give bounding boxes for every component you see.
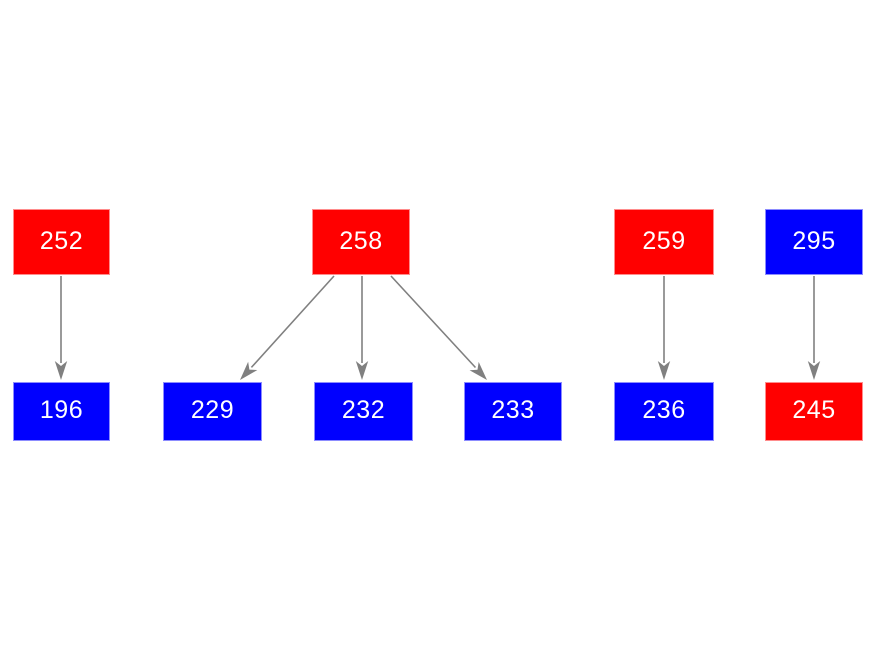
node-196[interactable]: 196 (13, 382, 110, 441)
node-245[interactable]: 245 (765, 382, 863, 441)
node-233[interactable]: 233 (464, 382, 562, 441)
node-label: 196 (39, 396, 84, 424)
node-label: 236 (642, 396, 686, 424)
node-label: 252 (39, 226, 84, 255)
node-label: 258 (339, 226, 383, 255)
edge-295-to-245 (807, 276, 821, 380)
arrowhead-icon (657, 361, 671, 380)
node-236[interactable]: 236 (614, 382, 714, 441)
node-258[interactable]: 258 (312, 209, 410, 275)
node-label: 232 (341, 396, 386, 424)
node-label: 259 (642, 226, 686, 255)
node-295[interactable]: 295 (765, 209, 863, 275)
arrowhead-icon (240, 361, 258, 380)
arrowhead-icon (807, 361, 821, 380)
node-229[interactable]: 229 (163, 382, 262, 441)
node-label: 245 (792, 396, 836, 424)
edge-258-to-229 (240, 275, 335, 380)
node-label: 295 (792, 226, 836, 255)
node-252[interactable]: 252 (13, 209, 110, 275)
edge-line (390, 275, 477, 369)
edge-line (250, 275, 335, 368)
node-232[interactable]: 232 (314, 382, 413, 441)
edge-259-to-236 (657, 276, 671, 380)
arrowhead-icon (355, 361, 369, 380)
node-label: 229 (190, 396, 235, 424)
node-label: 233 (491, 396, 535, 424)
edge-252-to-196 (54, 276, 68, 380)
arrowhead-icon (54, 361, 68, 380)
edge-258-to-233 (390, 275, 487, 380)
edge-258-to-232 (355, 276, 369, 380)
node-259[interactable]: 259 (614, 209, 714, 275)
arrowhead-icon (469, 361, 487, 380)
